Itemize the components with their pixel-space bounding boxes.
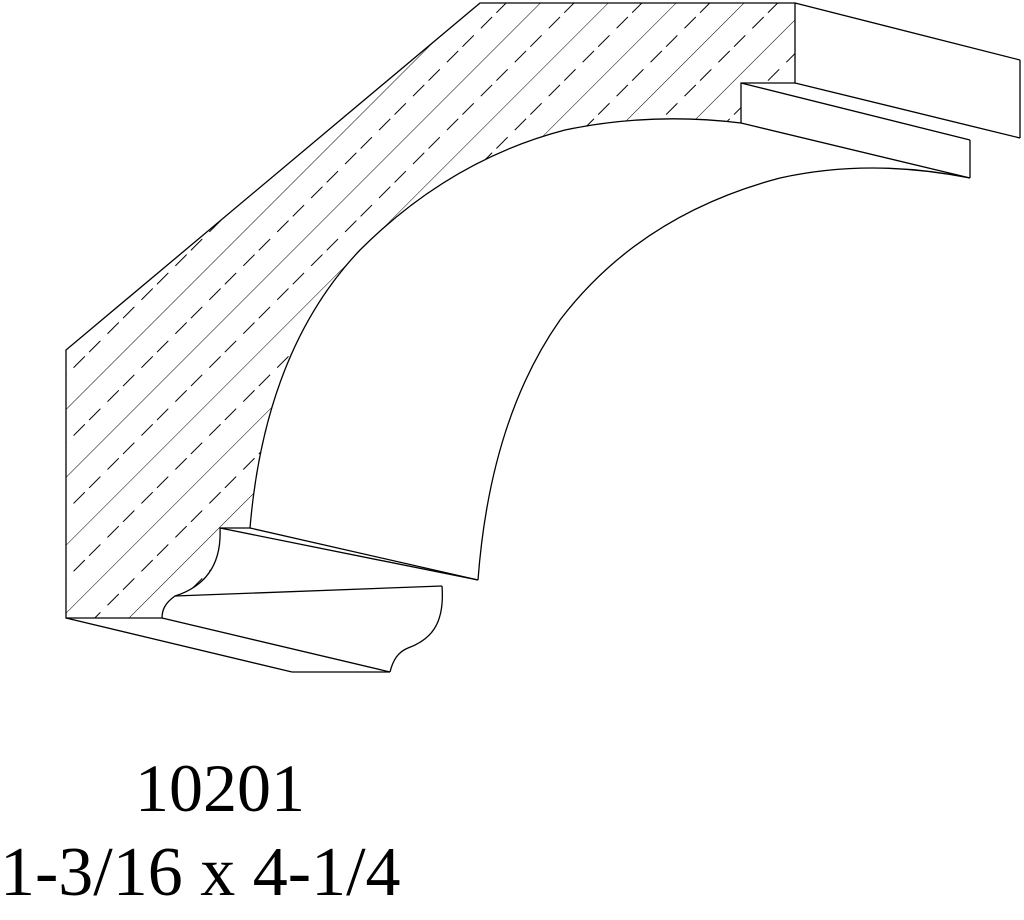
upper-step-face — [740, 82, 971, 179]
lower-bead-face — [161, 585, 444, 673]
profile-number: 10201 — [135, 750, 305, 826]
lower-step-face — [219, 527, 479, 581]
cove-face-edge — [477, 167, 971, 581]
profile-dimensions: 1-3/16 x 4-1/4 — [0, 834, 401, 911]
bottom-back-face — [65, 617, 390, 673]
cross-section-hatch — [66, 3, 795, 618]
top-back-face — [794, 2, 1021, 139]
molding-profile-drawing — [65, 2, 1021, 673]
